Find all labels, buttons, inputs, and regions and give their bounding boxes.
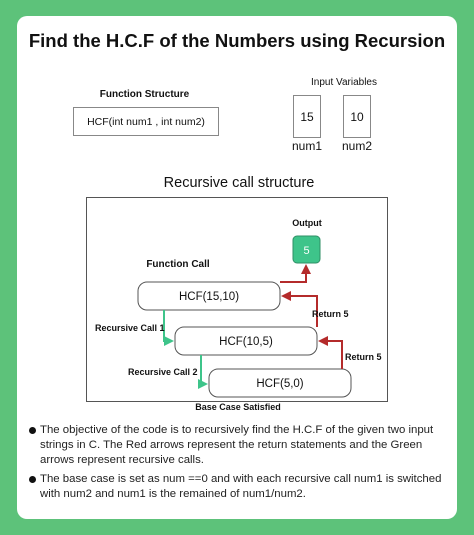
content-card: Find the H.C.F of the Numbers using Recu…	[17, 16, 457, 519]
note-text: The base case is set as num ==0 and with…	[40, 473, 442, 500]
recursion-diagram: Output 5 Function Call HCF(15,10) HCF(10…	[86, 197, 388, 412]
recursive-call-1-label: Recursive Call 1	[95, 323, 165, 333]
bullet-icon	[29, 476, 36, 483]
return-arrow-2	[318, 336, 343, 369]
note-item: The base case is set as num ==0 and with…	[28, 472, 450, 502]
note-text: The objective of the code is to recursiv…	[40, 424, 434, 466]
call-box-1	[137, 281, 281, 311]
recursion-diagram-canvas: Output 5 Function Call HCF(15,10) HCF(10…	[95, 218, 382, 398]
notes-list: The objective of the code is to recursiv…	[28, 423, 450, 506]
call-box-2	[174, 326, 318, 356]
base-case-caption: Base Case Satisfied	[195, 402, 281, 412]
num2-value-box: 10	[343, 95, 371, 138]
call-box-1-text: HCF(15,10)	[179, 291, 239, 303]
return-2-label: Return 5	[345, 352, 382, 362]
bullet-icon	[29, 427, 36, 434]
output-value: 5	[303, 245, 309, 257]
call-box-3-text: HCF(5,0)	[256, 378, 303, 390]
output-box	[292, 235, 321, 264]
num1-label: num1	[291, 139, 323, 153]
note-item: The objective of the code is to recursiv…	[28, 423, 450, 468]
input-variables-label: Input Variables	[311, 77, 377, 88]
function-call-label: Function Call	[146, 259, 210, 270]
num1-value-box: 15	[293, 95, 321, 138]
call-box-3	[208, 368, 352, 398]
return-arrow-output	[280, 264, 311, 283]
return-arrow-1	[281, 291, 318, 327]
call-box-2-text: HCF(10,5)	[219, 336, 273, 348]
recursive-call-heading: Recursive call structure	[163, 175, 315, 191]
function-signature-box: HCF(int num1 , int num2)	[73, 107, 219, 136]
function-structure-label: Function Structure	[99, 89, 190, 100]
recursive-arrow-2	[198, 355, 208, 389]
return-1-label: Return 5	[312, 309, 349, 319]
num2-label: num2	[341, 139, 373, 153]
page-title: Find the H.C.F of the Numbers using Recu…	[28, 30, 446, 51]
recursive-arrow-1	[163, 310, 174, 346]
recursive-call-2-label: Recursive Call 2	[128, 367, 198, 377]
output-label: Output	[292, 218, 322, 228]
